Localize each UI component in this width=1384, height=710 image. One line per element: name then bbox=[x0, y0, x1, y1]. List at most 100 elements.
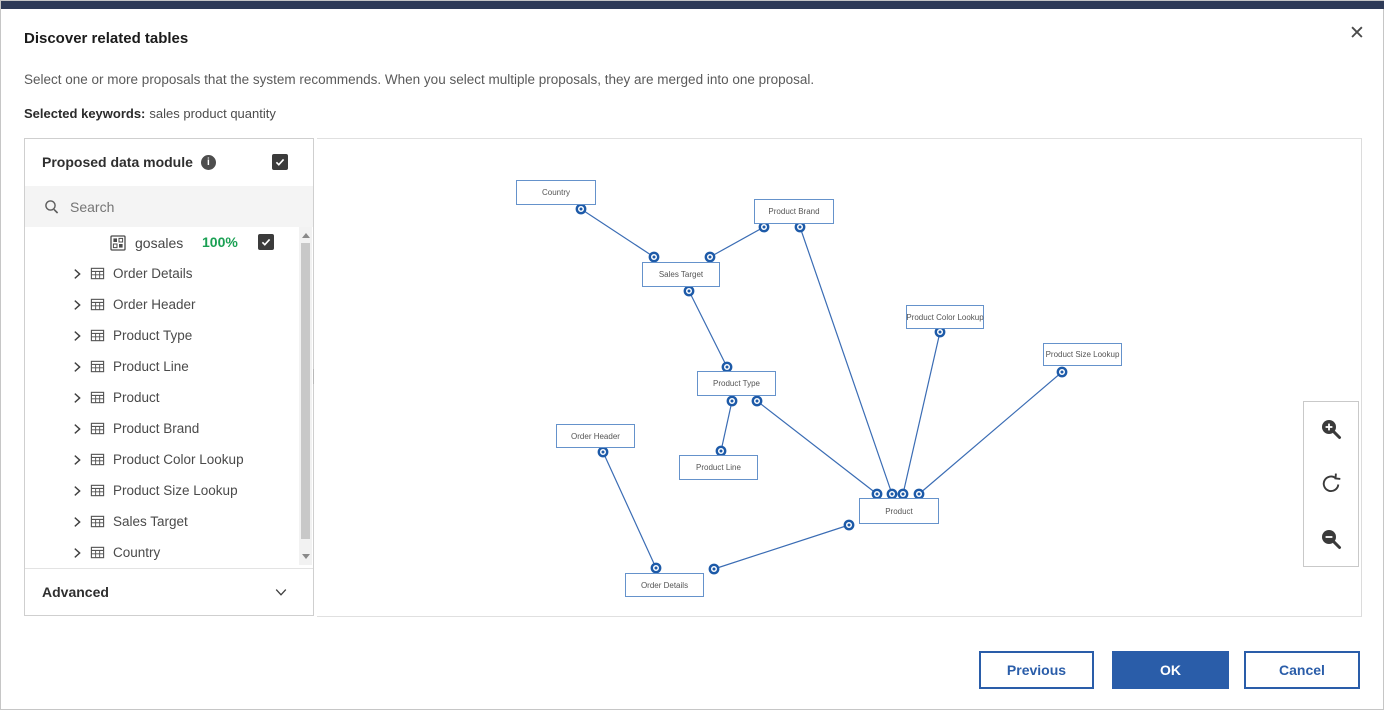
table-icon bbox=[90, 266, 105, 281]
connection-dot[interactable] bbox=[1056, 366, 1068, 378]
relationship-line bbox=[756, 400, 878, 495]
connection-dot[interactable] bbox=[575, 203, 587, 215]
table-label: Country bbox=[113, 545, 161, 560]
connection-dot[interactable] bbox=[708, 563, 720, 575]
tree-item-order-header[interactable]: Order Header bbox=[25, 289, 299, 320]
chevron-right-icon[interactable] bbox=[70, 484, 86, 498]
proposals-panel: Proposed data module i gosal bbox=[24, 138, 314, 616]
zoom-in-button[interactable] bbox=[1311, 409, 1351, 449]
tree-item-product-color-lookup[interactable]: Product Color Lookup bbox=[25, 444, 299, 475]
tree-item-product[interactable]: Product bbox=[25, 382, 299, 413]
page-title: Discover related tables bbox=[24, 30, 189, 47]
chevron-right-icon[interactable] bbox=[70, 515, 86, 529]
connection-dot[interactable] bbox=[715, 445, 727, 457]
chevron-down-icon bbox=[275, 589, 287, 596]
connection-dot[interactable] bbox=[758, 221, 770, 233]
advanced-toggle[interactable]: Advanced bbox=[25, 568, 313, 615]
connection-dot[interactable] bbox=[871, 488, 883, 500]
diagram-node-product-line[interactable]: Product Line bbox=[679, 455, 758, 480]
table-icon bbox=[90, 545, 105, 560]
tree-item-product-size-lookup[interactable]: Product Size Lookup bbox=[25, 475, 299, 506]
chevron-right-icon[interactable] bbox=[70, 360, 86, 374]
connection-dot[interactable] bbox=[597, 446, 609, 458]
connection-dot[interactable] bbox=[650, 562, 662, 574]
connection-dot[interactable] bbox=[886, 488, 898, 500]
tree-item-product-line[interactable]: Product Line bbox=[25, 351, 299, 382]
table-label: Product Size Lookup bbox=[113, 483, 238, 498]
connection-dot[interactable] bbox=[726, 395, 738, 407]
cancel-button[interactable]: Cancel bbox=[1244, 651, 1360, 689]
scrollbar[interactable] bbox=[299, 227, 312, 565]
chevron-right-icon[interactable] bbox=[70, 422, 86, 436]
table-icon bbox=[90, 421, 105, 436]
chevron-right-icon[interactable] bbox=[70, 329, 86, 343]
info-icon[interactable]: i bbox=[200, 154, 216, 170]
diagram-node-product-brand[interactable]: Product Brand bbox=[754, 199, 834, 224]
connection-dot[interactable] bbox=[843, 519, 855, 531]
diagram-node-product[interactable]: Product bbox=[859, 498, 939, 524]
relationship-line bbox=[713, 524, 850, 570]
tree-item-product-type[interactable]: Product Type bbox=[25, 320, 299, 351]
scroll-up-arrow[interactable] bbox=[299, 229, 312, 242]
table-label: Product Type bbox=[113, 328, 193, 343]
connection-dot[interactable] bbox=[913, 488, 925, 500]
search-input[interactable] bbox=[70, 198, 270, 215]
relationship-line bbox=[720, 400, 733, 452]
scroll-down-arrow[interactable] bbox=[299, 550, 312, 563]
chevron-right-icon[interactable] bbox=[70, 298, 86, 312]
connection-dot[interactable] bbox=[704, 251, 716, 263]
previous-button[interactable]: Previous bbox=[979, 651, 1094, 689]
diagram-node-product-size-lookup[interactable]: Product Size Lookup bbox=[1043, 343, 1122, 366]
tree-item-country[interactable]: Country bbox=[25, 537, 299, 565]
relationship-line bbox=[902, 331, 941, 495]
connection-dot[interactable] bbox=[794, 221, 806, 233]
diagram-node-country[interactable]: Country bbox=[516, 180, 596, 205]
chevron-right-icon[interactable] bbox=[70, 391, 86, 405]
undo-button[interactable] bbox=[1311, 464, 1351, 504]
connection-dot[interactable] bbox=[897, 488, 909, 500]
diagram-node-product-type[interactable]: Product Type bbox=[697, 371, 776, 396]
selected-keywords-label: Selected keywords: bbox=[24, 106, 146, 121]
table-icon bbox=[90, 514, 105, 529]
gosales-checkbox[interactable] bbox=[258, 234, 274, 250]
connection-dot[interactable] bbox=[648, 251, 660, 263]
chevron-right-icon[interactable] bbox=[70, 453, 86, 467]
tree-item-sales-target[interactable]: Sales Target bbox=[25, 506, 299, 537]
table-label: Product Brand bbox=[113, 421, 200, 436]
table-label: Product Color Lookup bbox=[113, 452, 244, 467]
table-icon bbox=[90, 452, 105, 467]
undo-icon bbox=[1322, 473, 1341, 493]
connection-dot[interactable] bbox=[683, 285, 695, 297]
tree-item-gosales[interactable]: gosales 100% bbox=[25, 227, 299, 258]
table-icon bbox=[90, 359, 105, 374]
match-percentage: 100% bbox=[202, 234, 238, 250]
tree-item-product-brand[interactable]: Product Brand bbox=[25, 413, 299, 444]
connection-dot[interactable] bbox=[721, 361, 733, 373]
table-icon bbox=[90, 328, 105, 343]
relationship-line bbox=[688, 290, 728, 368]
diagram-node-product-color-lookup[interactable]: Product Color Lookup bbox=[906, 305, 984, 329]
connection-dot[interactable] bbox=[934, 326, 946, 338]
chevron-right-icon[interactable] bbox=[70, 546, 86, 560]
module-select-all-checkbox[interactable] bbox=[272, 154, 288, 170]
check-icon bbox=[261, 238, 271, 246]
table-label: Order Header bbox=[113, 297, 196, 312]
search-icon bbox=[45, 199, 59, 214]
diagram-node-order-details[interactable]: Order Details bbox=[625, 573, 704, 597]
zoom-out-icon bbox=[1322, 529, 1341, 549]
connection-dot[interactable] bbox=[751, 395, 763, 407]
relationship-line bbox=[918, 371, 1063, 495]
scrollbar-thumb[interactable] bbox=[301, 243, 310, 539]
selected-keywords: Selected keywords:sales product quantity bbox=[24, 106, 276, 121]
zoom-out-button[interactable] bbox=[1311, 519, 1351, 559]
advanced-label: Advanced bbox=[42, 584, 109, 600]
ok-button[interactable]: OK bbox=[1112, 651, 1229, 689]
relationship-line bbox=[602, 451, 657, 569]
table-icon bbox=[90, 483, 105, 498]
diagram-node-order-header[interactable]: Order Header bbox=[556, 424, 635, 448]
close-icon[interactable]: ✕ bbox=[1344, 21, 1370, 47]
diagram-node-sales-target[interactable]: Sales Target bbox=[642, 262, 720, 287]
chevron-right-icon[interactable] bbox=[70, 267, 86, 281]
tree-item-order-details[interactable]: Order Details bbox=[25, 258, 299, 289]
